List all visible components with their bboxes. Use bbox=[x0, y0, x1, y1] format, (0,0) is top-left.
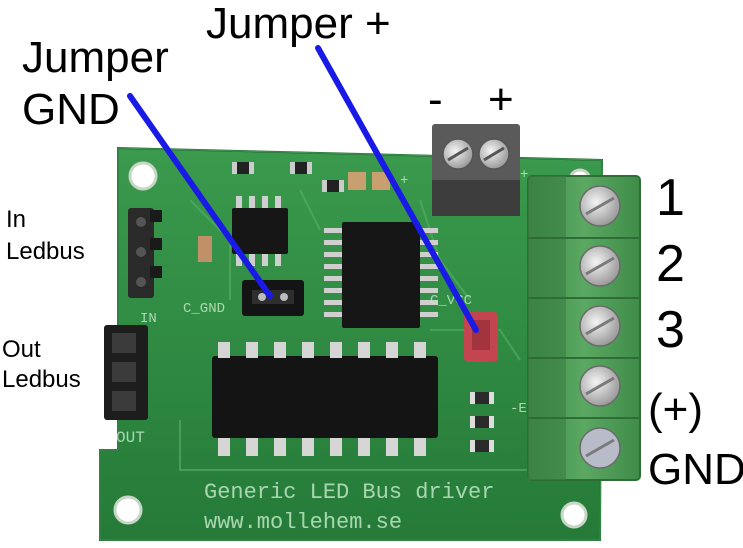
silk-plus-2: + bbox=[520, 167, 528, 183]
chip-soic16 bbox=[324, 222, 438, 328]
smd-components bbox=[198, 162, 494, 452]
pointer-lines bbox=[127, 45, 479, 333]
power-terminal-block bbox=[432, 124, 520, 216]
terminal-plus-label: + bbox=[488, 75, 514, 124]
mounting-hole bbox=[113, 495, 143, 525]
out-ledbus-label-line2: Ledbus bbox=[2, 366, 81, 393]
jumper-gnd-label-line1: Jumper bbox=[22, 33, 169, 82]
silk-in: IN bbox=[140, 311, 157, 327]
jumper-plus-label: Jumper + bbox=[206, 0, 391, 48]
board-url: www.mollehem.se bbox=[204, 510, 402, 535]
terminal-2-label: 2 bbox=[656, 235, 685, 293]
terminal-plus-paren-label: (+) bbox=[648, 385, 703, 434]
terminal-minus-label: - bbox=[428, 75, 443, 124]
board-title: Generic LED Bus driver bbox=[204, 480, 494, 505]
chip-soic8 bbox=[232, 196, 288, 266]
mounting-hole bbox=[560, 501, 588, 529]
out-ledbus-label-line1: Out bbox=[2, 336, 41, 363]
jumper-plus-pointer bbox=[315, 45, 479, 333]
silk-c-gnd: C_GND bbox=[183, 301, 225, 317]
output-terminal-block bbox=[527, 175, 641, 481]
silk-minus-e: -E bbox=[510, 401, 527, 417]
terminal-3-label: 3 bbox=[656, 301, 685, 359]
jumper-gnd-label-line2: GND bbox=[22, 85, 120, 134]
chip-large bbox=[212, 342, 438, 456]
in-ledbus-header bbox=[128, 208, 162, 298]
gnd-jumper-header bbox=[242, 280, 304, 316]
terminal-1-label: 1 bbox=[656, 169, 685, 227]
in-ledbus-label-line1: In bbox=[6, 206, 27, 233]
silk-plus-1: + bbox=[400, 173, 408, 189]
terminal-gnd-label: GND bbox=[648, 445, 743, 494]
jumper-gnd-pointer bbox=[127, 93, 273, 299]
out-ledbus-header bbox=[104, 325, 148, 420]
in-ledbus-label-line2: Ledbus bbox=[6, 238, 85, 265]
mounting-hole bbox=[128, 161, 158, 191]
silk-out: OUT bbox=[116, 429, 145, 447]
